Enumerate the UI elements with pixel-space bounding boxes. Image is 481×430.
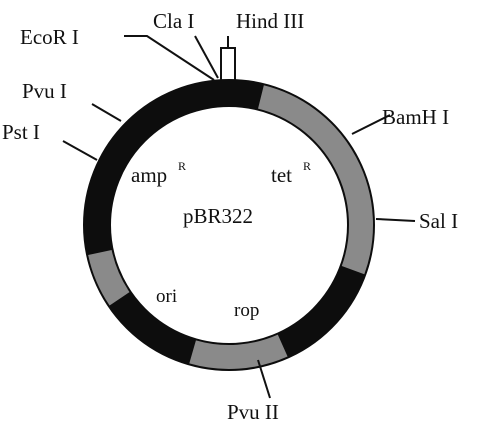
site-label-hindiii: Hind III — [236, 9, 304, 33]
psti-leader — [62, 140, 98, 161]
hindiii-leader — [220, 36, 236, 80]
pvuii-leader — [257, 359, 271, 399]
site-label-pvui: Pvu I — [22, 79, 67, 103]
gene-label-ori: ori — [156, 286, 177, 307]
rop-region-segment — [189, 334, 288, 369]
sali-leader — [375, 218, 416, 222]
site-label-ecori: EcoR I — [20, 25, 79, 49]
site-label-clai: Cla I — [153, 9, 194, 33]
site-label-sali: Sal I — [419, 209, 458, 233]
gene-label-tet-sup: R — [303, 159, 311, 173]
gene-label-amp: amp — [131, 163, 167, 187]
site-label-pvuii: Pvu II — [227, 400, 279, 424]
ecori-leader — [124, 35, 215, 81]
bamhi-leader — [351, 114, 391, 135]
site-label-psti: Pst I — [2, 120, 40, 144]
gene-label-rop: rop — [234, 300, 259, 321]
gene-label-tet: tet — [271, 163, 292, 187]
gene-label-amp-base: amp — [131, 163, 167, 187]
gene-label-amp-sup: R — [178, 159, 186, 173]
plasmid-name: pBR322 — [183, 204, 253, 228]
tet-region-segment — [257, 85, 373, 275]
site-leaders — [62, 35, 416, 399]
pvui-leader — [91, 103, 122, 122]
ring-segments — [88, 85, 373, 369]
site-label-bamhi: BamH I — [382, 105, 449, 129]
clai-leader — [194, 35, 219, 79]
gene-label-tet-base: tet — [271, 163, 292, 187]
ori-region-segment — [88, 249, 130, 306]
